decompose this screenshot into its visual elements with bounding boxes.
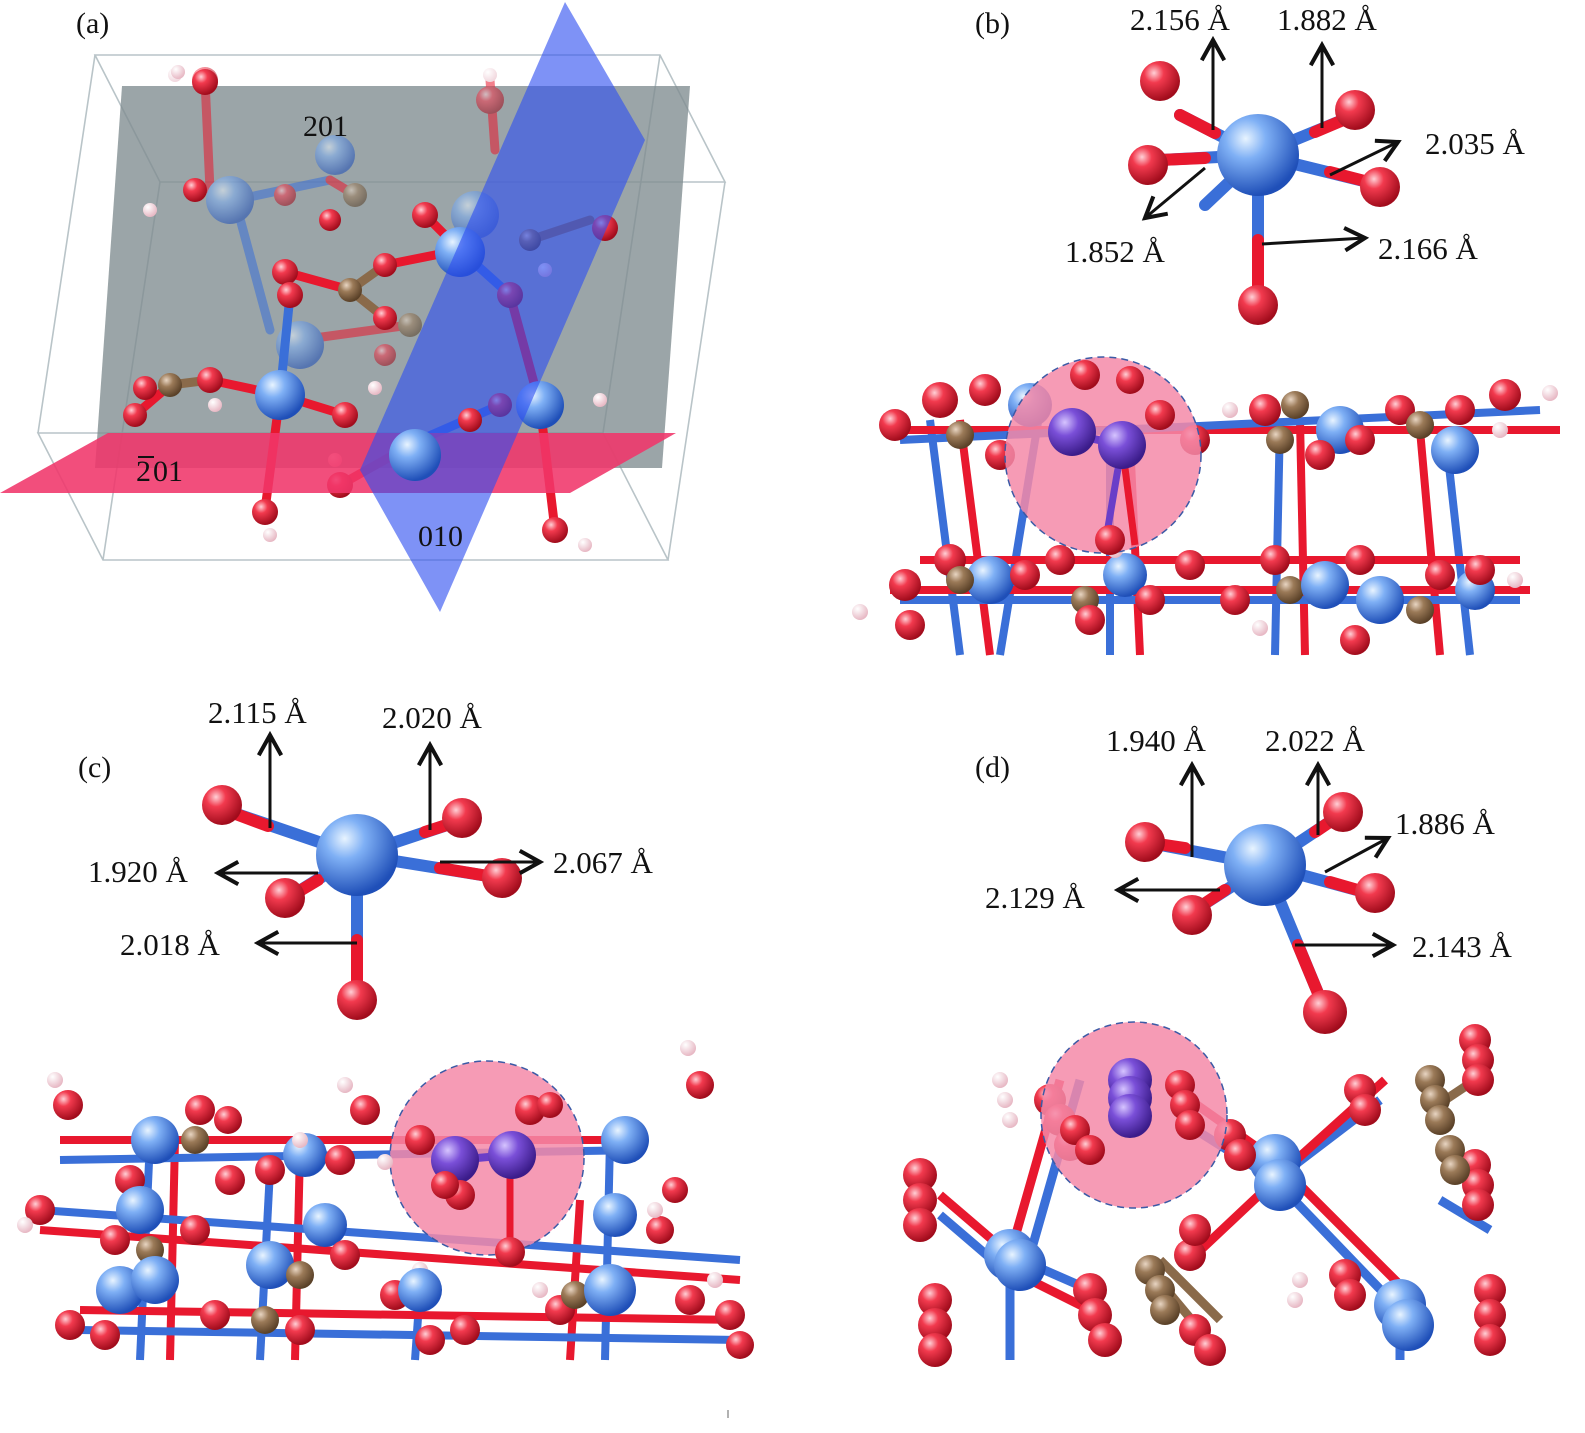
distance-label: 2.156 Å bbox=[1130, 2, 1231, 37]
panel-c: (c) bbox=[17, 695, 754, 1361]
octahedron-c bbox=[202, 785, 522, 1020]
distance-label: 2.035 Å bbox=[1425, 126, 1526, 161]
dopant-site-b bbox=[1048, 360, 1175, 555]
distance-label: 2.129 Å bbox=[985, 880, 1086, 915]
panel-b-label: (b) bbox=[975, 7, 1010, 40]
distance-label: 1.940 Å bbox=[1106, 723, 1207, 758]
distance-label: 1.882 Å bbox=[1277, 2, 1378, 37]
atoms-on-blue-plane bbox=[389, 408, 482, 481]
surface-slab-b bbox=[852, 356, 1560, 656]
dopant-site-c bbox=[377, 1092, 563, 1267]
distance-label: 2.115 Å bbox=[208, 695, 307, 730]
distance-label: 1.920 Å bbox=[88, 854, 189, 889]
plane-010-label: 010 bbox=[418, 520, 463, 553]
panel-a-label: (a) bbox=[76, 7, 109, 40]
surface-slab-c bbox=[17, 1040, 754, 1361]
plane-bar201-digits: 01 bbox=[153, 455, 183, 488]
distance-label: 1.886 Å bbox=[1395, 806, 1496, 841]
plane-201-label: 201 bbox=[303, 110, 348, 143]
panel-d-label: (d) bbox=[975, 751, 1010, 784]
octahedron-d bbox=[1125, 792, 1395, 1034]
panel-c-label: (c) bbox=[78, 751, 111, 784]
distance-label: 2.067 Å bbox=[553, 845, 654, 880]
arrows-c bbox=[213, 730, 545, 957]
distance-label: 2.166 Å bbox=[1378, 231, 1479, 266]
plane-bar201-bar-digit: 2 bbox=[136, 455, 151, 488]
octahedron-b bbox=[1128, 61, 1400, 325]
panel-a: (a) bbox=[0, 2, 727, 612]
arrows-d bbox=[1113, 760, 1398, 959]
panel-b: (b) bbox=[852, 2, 1560, 656]
distance-label: 2.018 Å bbox=[120, 927, 221, 962]
slab-c-atoms bbox=[17, 1040, 754, 1359]
plane-bar201 bbox=[0, 433, 676, 493]
dopant-site-d bbox=[1060, 1058, 1205, 1165]
arrows-b bbox=[1141, 35, 1402, 253]
distance-label: 2.020 Å bbox=[382, 700, 483, 735]
distance-label: 2.022 Å bbox=[1265, 723, 1366, 758]
distance-label: 1.852 Å bbox=[1065, 234, 1166, 269]
distance-label: 2.143 Å bbox=[1412, 929, 1513, 964]
plane-bar201-label: 2 01 bbox=[136, 455, 183, 488]
surface-slab-d bbox=[903, 1021, 1506, 1367]
panel-d: (d) bbox=[903, 723, 1513, 1367]
